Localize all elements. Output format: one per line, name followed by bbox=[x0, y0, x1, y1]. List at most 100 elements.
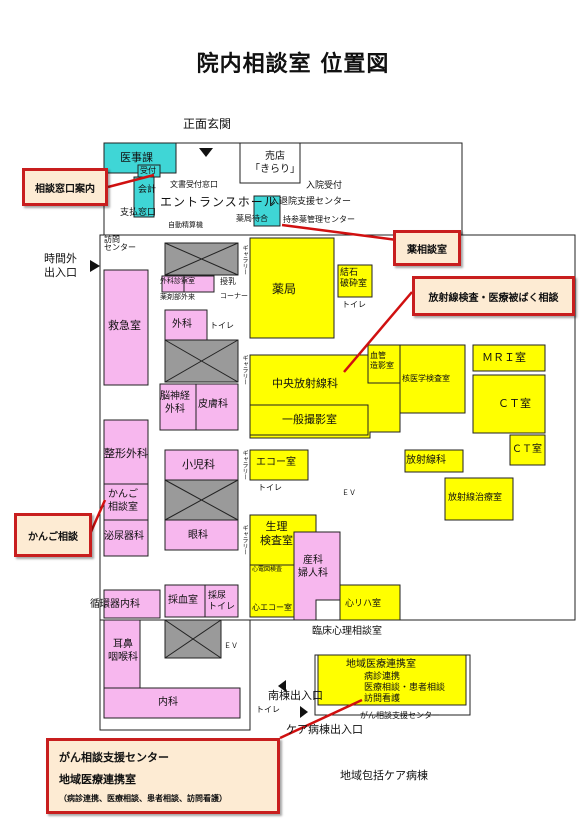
radiology-label: 放射線科 bbox=[406, 455, 446, 466]
stone-crushing-label: 結石 破砕室 bbox=[340, 268, 368, 289]
south-entrance-arrow bbox=[278, 680, 286, 692]
urine-toilet-room bbox=[204, 584, 239, 618]
admission-reception-label: 入院受付 bbox=[306, 181, 343, 191]
gallery-label-4: ギャラリー bbox=[241, 525, 248, 555]
ophthalmology-label: 眼科 bbox=[188, 530, 208, 541]
entrance-hall-label: エントランスホール bbox=[160, 195, 277, 209]
mri-label: ＭＲＩ室 bbox=[482, 351, 526, 364]
corner-label: コーナー bbox=[220, 292, 248, 300]
urine-toilet-label: 採尿 トイレ bbox=[208, 591, 236, 612]
pediatrics-room bbox=[164, 449, 239, 481]
callout-radiation-consult[interactable]: 放射線検査・医療被ばく相談 bbox=[412, 276, 575, 316]
general-xray-label: 一般撮影室 bbox=[282, 413, 337, 426]
emergency-room bbox=[103, 269, 149, 386]
cardiac-rehab-room bbox=[339, 584, 401, 621]
leader-consult-window bbox=[107, 173, 155, 189]
leader-radiation-consult bbox=[343, 291, 413, 373]
pediatrics-label: 小児科 bbox=[182, 458, 215, 471]
callout-pharmacy-consult[interactable]: 薬相談室 bbox=[393, 230, 461, 266]
pharmacy-label: 薬局 bbox=[272, 282, 297, 296]
ev-label-1: ＥＶ bbox=[342, 489, 356, 497]
nursing-consult-room bbox=[103, 483, 149, 521]
accounting-label: 会計 bbox=[138, 185, 157, 195]
visit-center-label: 訪問 センター bbox=[104, 235, 136, 252]
blood-sampling-label: 採血室 bbox=[168, 595, 198, 606]
cardiology-label: 循環器内科 bbox=[90, 599, 140, 610]
drug-management-label: 持参薬管理センター bbox=[283, 215, 355, 224]
callout-cancer-support[interactable]: がん相談支援センター 地域医療連携室 （病診連携、医療相談、患者相談、訪問看護） bbox=[46, 738, 280, 814]
regional-liaison-label: 地域医療連携室 bbox=[346, 659, 416, 670]
ct-label: ＣＴ室 bbox=[498, 397, 531, 410]
page-title: 院内相談室 位置図 bbox=[196, 51, 390, 77]
radiology-room bbox=[404, 449, 464, 473]
cancer-support-label: がん相談支援センター bbox=[360, 711, 440, 720]
blood-sampling-room bbox=[164, 584, 206, 618]
ecg-label: 心電図検査 bbox=[252, 566, 283, 573]
cardiac-rehab-label: 心リハ室 bbox=[345, 599, 382, 609]
pharmacy-room bbox=[249, 237, 335, 339]
after-hours-label: 時間外 出入口 bbox=[44, 252, 77, 280]
dermatology-label: 皮膚科 bbox=[198, 399, 228, 410]
regional-liaison-room bbox=[317, 654, 467, 706]
echo-room bbox=[249, 449, 309, 481]
liaison-item-3: 訪問看護 bbox=[364, 694, 401, 704]
ct-room-2 bbox=[509, 434, 546, 466]
outpatient-exam-label: 外科診察室 bbox=[160, 277, 195, 285]
reception-label: 受付 bbox=[140, 166, 156, 175]
callout-nursing-consult[interactable]: かんご相談 bbox=[14, 513, 92, 557]
payment-window-label: 支払窓口 bbox=[120, 208, 157, 218]
community-care-label: 地域包括ケア病棟 bbox=[340, 769, 428, 782]
toilet-label-1: トイレ bbox=[342, 300, 366, 309]
angiography-label: 血管 造影室 bbox=[370, 351, 394, 371]
ophthalmology-room bbox=[164, 519, 239, 551]
radiotherapy-room bbox=[444, 477, 514, 521]
urology-label: 泌尿器科 bbox=[104, 531, 144, 542]
exam-room-2 bbox=[183, 275, 215, 293]
gallery-label-3: ギャラリー bbox=[241, 450, 248, 480]
toilet-label-2: トイレ bbox=[210, 321, 234, 330]
echo-label: エコー室 bbox=[256, 457, 296, 468]
physiology-label: 生理 検査室 bbox=[260, 520, 293, 548]
south-entrance-label: 南棟出入口 bbox=[268, 689, 323, 702]
document-reception-label: 文書受付窓口 bbox=[170, 180, 218, 189]
outpatient-drug-label: 薬剤部外来 bbox=[160, 293, 195, 301]
after-hours-arrow bbox=[90, 260, 100, 272]
orthopedics-room bbox=[103, 419, 149, 489]
clinical-psych-label: 臨床心理相談室 bbox=[312, 626, 382, 637]
callout-cancer-line2: 地域医療連携室 bbox=[59, 772, 136, 786]
gallery-label-2: ギャラリー bbox=[241, 355, 248, 385]
ct2-label: ＣＴ室 bbox=[512, 444, 542, 455]
care-entrance-label: ケア病棟出入口 bbox=[286, 723, 363, 736]
cardiology-room bbox=[103, 589, 161, 619]
liaison-item-1: 病診連携 bbox=[364, 672, 401, 682]
admission-support-room bbox=[253, 195, 281, 227]
obstetrics-label: 産科 婦人科 bbox=[298, 555, 328, 579]
callout-consult-window[interactable]: 相談窓口案内 bbox=[22, 168, 108, 206]
shop-label: 売店 「きらり」 bbox=[250, 151, 300, 175]
callout-cancer-line1: がん相談支援センター bbox=[59, 750, 169, 764]
nuclear-medicine-label: 核医学検査室 bbox=[402, 374, 450, 383]
radiotherapy-label: 放射線治療室 bbox=[448, 493, 503, 503]
general-xray-room bbox=[249, 404, 369, 436]
leader-pharmacy-consult bbox=[281, 223, 398, 242]
neurosurgery-room bbox=[159, 383, 197, 431]
ecg-room bbox=[249, 564, 295, 618]
pharmacy-waiting-label: 薬局待合 bbox=[236, 214, 268, 223]
surgery-label: 外科 bbox=[172, 319, 192, 330]
gallery-label-1: ギャラリー bbox=[241, 245, 248, 275]
leader-cancer-support bbox=[279, 698, 363, 740]
automatic-payment-label: 自動精算機 bbox=[168, 221, 203, 229]
liaison-item-2: 医療相談・患者相談 bbox=[364, 683, 446, 693]
stone-crushing-room bbox=[337, 264, 373, 298]
internal-medicine-room bbox=[103, 687, 241, 719]
toilet-label-3: トイレ bbox=[258, 483, 282, 492]
internal-medicine-label: 内科 bbox=[158, 697, 178, 708]
ev-label-2: ＥＶ bbox=[224, 642, 238, 650]
main-entrance-label: 正面玄関 bbox=[183, 117, 232, 131]
obstetrics-room bbox=[293, 531, 341, 621]
callout-cancer-line3: （病診連携、医療相談、患者相談、訪問看護） bbox=[59, 793, 227, 803]
shop-block bbox=[239, 142, 301, 184]
central-radiology-label: 中央放射線科 bbox=[272, 377, 338, 390]
orthopedics-label: 整形外科 bbox=[104, 447, 148, 460]
urology-room bbox=[103, 519, 149, 557]
